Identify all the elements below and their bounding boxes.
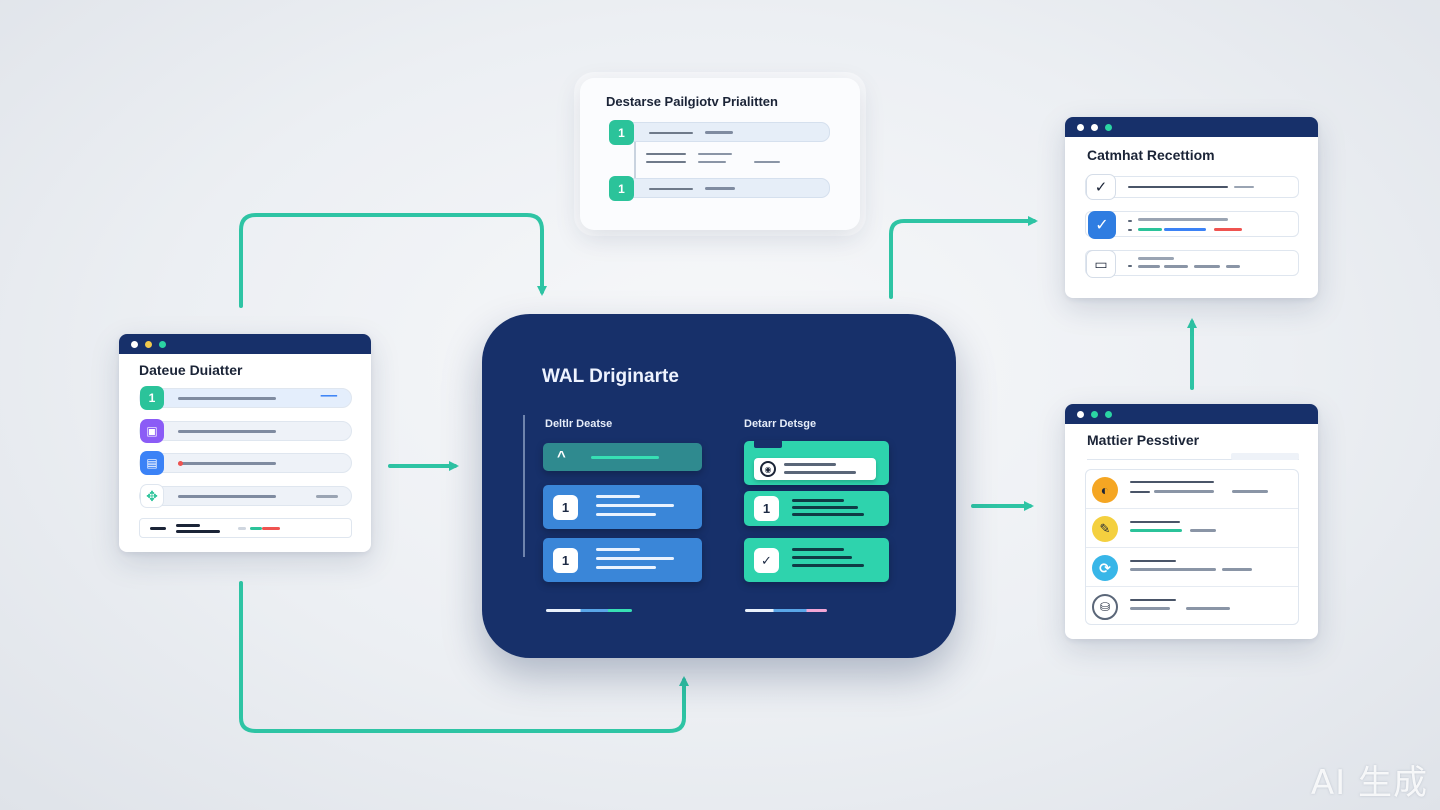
right-column-heading: Detarr Detsge: [744, 418, 817, 430]
window-dot: [159, 340, 166, 348]
recovery-window: Mattier Pesstiver ◐ ✎ ⟳ ⛁: [1065, 404, 1318, 639]
step-one-icon: 1: [609, 120, 634, 145]
list-item[interactable]: ✥: [139, 484, 352, 508]
window-dot: [1077, 410, 1084, 418]
arrow-loop-top: [239, 213, 547, 308]
list-item[interactable]: ⛁: [1086, 587, 1298, 626]
number-one-icon: 1: [140, 386, 164, 410]
log-card[interactable]: 1: [543, 485, 702, 529]
list-item[interactable]: ✓: [1085, 174, 1299, 200]
sync-icon: ⟳: [1092, 555, 1118, 581]
window-dot: [1077, 123, 1084, 131]
arrow-loop-bottom: [239, 581, 689, 733]
checkpoint-window: Catmhat Recettiom ✓ ✓ ▭: [1065, 117, 1318, 298]
document-icon: ▤: [140, 451, 164, 475]
storage-icon: ▭: [1086, 250, 1116, 278]
top-panel-row: 1: [609, 120, 830, 145]
list-item[interactable]: ▣: [139, 419, 352, 443]
item-value: ━━━: [320, 391, 337, 401]
box-icon: ▣: [140, 419, 164, 443]
window-title-bar: [1065, 117, 1318, 137]
log-card[interactable]: ✓: [744, 538, 889, 582]
entry-one-icon: 1: [553, 495, 578, 520]
check-icon: ✓: [754, 548, 779, 573]
database-icon: ⛁: [1092, 594, 1118, 620]
header-divider: [1087, 452, 1299, 460]
window-title: Mattier Pesstiver: [1087, 432, 1200, 448]
column-divider: [523, 415, 525, 557]
window-dot: [1105, 410, 1112, 418]
watermark: AI 生成: [1310, 763, 1428, 803]
log-card[interactable]: 1: [543, 538, 702, 582]
wal-panel: WAL Driginarte Deltlr Deatse ^ 1 1 Detar…: [482, 314, 956, 658]
check-icon: ✓: [1086, 174, 1116, 200]
window-title-bar: [119, 334, 371, 354]
top-panel-row: 1: [609, 176, 830, 201]
clock-icon: ◉: [760, 461, 776, 477]
refresh-icon: ◐: [1092, 477, 1118, 503]
arrow-center-to-checkpoint: [889, 216, 1038, 299]
caret-up-icon: ^: [557, 448, 566, 465]
top-panel-connector: [634, 142, 636, 182]
left-column-heading: Deltlr Deatse: [545, 418, 613, 430]
list-item[interactable]: ▭: [1085, 250, 1299, 278]
edit-icon: ✎: [1092, 516, 1118, 542]
top-panel: Destarse Pailgiotv Prialitten 1 1: [580, 78, 860, 230]
list-item[interactable]: ◐: [1086, 470, 1298, 509]
list-item[interactable]: 1 ━━━: [139, 386, 352, 410]
checkbox-checked-icon: ✓: [1088, 211, 1116, 239]
entry-icon: 1: [754, 496, 779, 521]
step-two-icon: 1: [609, 176, 634, 201]
list-item[interactable]: ✎: [1086, 509, 1298, 548]
window-dot: [1091, 123, 1098, 131]
window-title: Dateue Duiatter: [139, 362, 243, 378]
window-dot: [131, 340, 138, 348]
list-item[interactable]: ⟳: [1086, 548, 1298, 587]
recovery-list: ◐ ✎ ⟳ ⛁: [1085, 469, 1299, 625]
window-dot: [145, 340, 152, 348]
log-card[interactable]: ^: [543, 443, 702, 471]
log-card[interactable]: ◉: [744, 440, 889, 485]
footer-row[interactable]: [139, 518, 352, 538]
window-dot: [1105, 123, 1112, 131]
window-dot: [1091, 410, 1098, 418]
top-panel-title: Destarse Pailgiotv Prialitten: [606, 94, 778, 109]
window-title-bar: [1065, 404, 1318, 424]
data-buffer-window: Dateue Duiatter 1 ━━━ ▣ ▤ ✥: [119, 334, 371, 552]
entry-two-icon: 1: [553, 548, 578, 573]
progress-bar: [745, 609, 827, 612]
window-title: Catmhat Recettiom: [1087, 147, 1215, 163]
wal-panel-title: WAL Driginarte: [542, 366, 679, 387]
log-card[interactable]: 1: [744, 491, 889, 526]
list-item[interactable]: ✓: [1085, 211, 1299, 239]
progress-bar: [546, 609, 632, 612]
list-item[interactable]: ▤: [139, 451, 352, 475]
connection-icon: ✥: [140, 484, 164, 508]
